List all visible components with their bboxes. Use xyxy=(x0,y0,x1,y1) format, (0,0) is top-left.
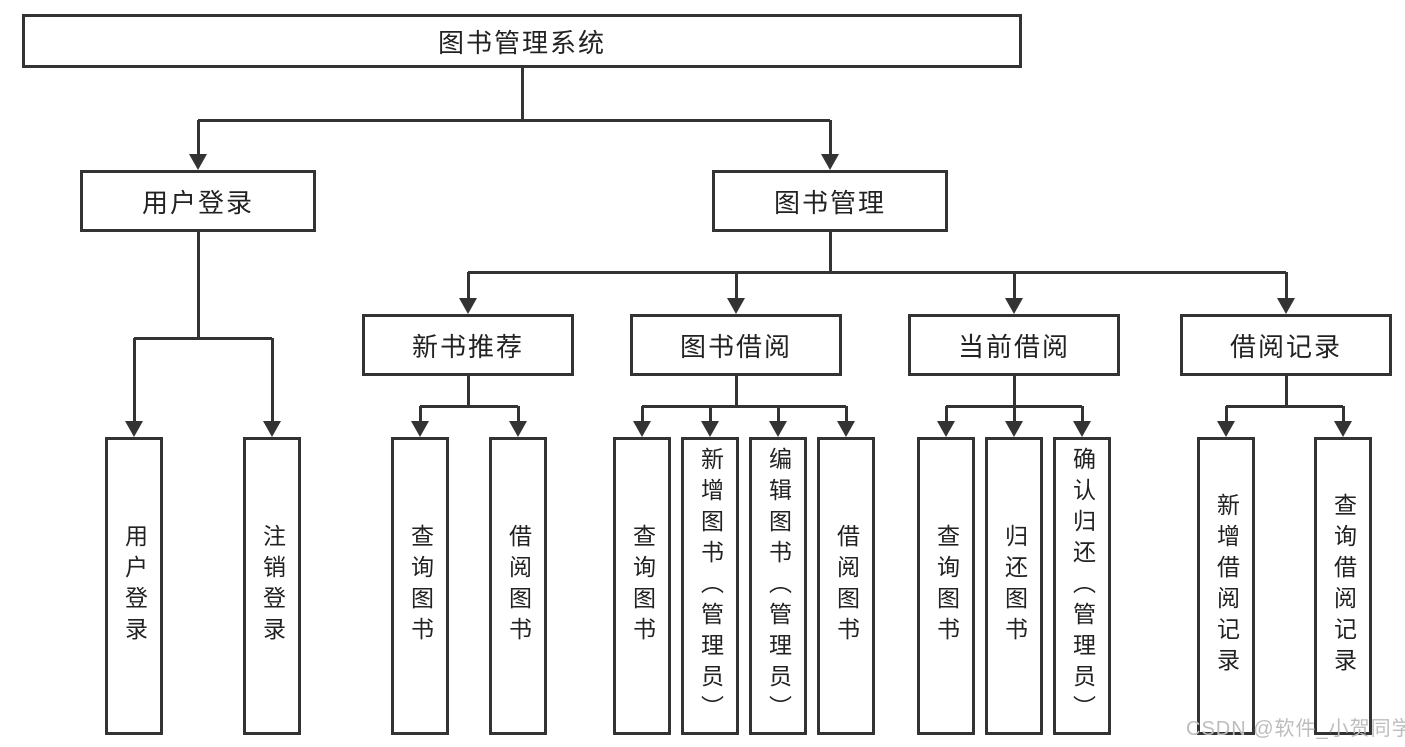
leaf-label: 新增借阅记录 xyxy=(1213,493,1240,679)
node-label: 图书管理系统 xyxy=(437,27,606,58)
node-root-system: 图书管理系统 xyxy=(22,14,1022,68)
arrow-down-icon xyxy=(509,421,527,437)
connector-line xyxy=(1284,376,1288,406)
connector-line xyxy=(844,406,848,425)
leaf-query-books-borrow: 查询图书 xyxy=(613,437,671,735)
leaf-label: 借阅图书 xyxy=(833,524,860,648)
connector-line xyxy=(1080,406,1084,425)
leaf-label: 查询图书 xyxy=(933,524,960,648)
connector-line xyxy=(516,406,520,425)
connector-line xyxy=(198,118,830,122)
arrow-down-icon xyxy=(701,421,719,437)
arrow-down-icon xyxy=(1277,298,1295,314)
connector-line xyxy=(708,406,712,425)
connector-line xyxy=(270,338,274,425)
csdn-watermark: CSDN @软件_小贺同学 xyxy=(1186,718,1405,740)
node-new-book-recommend: 新书推荐 xyxy=(362,314,574,376)
leaf-logout: 注销登录 xyxy=(243,437,301,735)
connector-line xyxy=(1012,272,1016,302)
connector-line xyxy=(1341,406,1345,425)
leaf-query-books-recommend: 查询图书 xyxy=(391,437,449,735)
connector-line xyxy=(1284,272,1288,302)
leaf-query-books-current: 查询图书 xyxy=(917,437,975,735)
node-user-login-branch: 用户登录 xyxy=(80,170,316,232)
arrow-down-icon xyxy=(727,298,745,314)
leaf-query-borrow-record: 查询借阅记录 xyxy=(1314,437,1372,735)
node-current-borrow: 当前借阅 xyxy=(908,314,1120,376)
leaf-label: 确认归还（管理员） xyxy=(1069,446,1096,726)
connector-line xyxy=(734,272,738,302)
connector-line xyxy=(640,406,644,425)
connector-line xyxy=(642,404,846,408)
connector-line xyxy=(1226,404,1343,408)
node-label: 图书借阅 xyxy=(679,331,792,362)
leaf-label: 归还图书 xyxy=(1001,524,1028,648)
arrow-down-icon xyxy=(1217,421,1235,437)
arrow-down-icon xyxy=(189,154,207,170)
connector-line xyxy=(1012,406,1016,425)
arrow-down-icon xyxy=(937,421,955,437)
leaf-confirm-return-admin: 确认归还（管理员） xyxy=(1053,437,1111,735)
arrow-down-icon xyxy=(1334,421,1352,437)
connector-line xyxy=(1224,406,1228,425)
node-label: 图书管理 xyxy=(773,187,886,218)
leaf-label: 查询借阅记录 xyxy=(1330,493,1357,679)
leaf-edit-books-admin: 编辑图书（管理员） xyxy=(749,437,807,735)
node-borrow-record: 借阅记录 xyxy=(1180,314,1392,376)
connector-line xyxy=(420,404,518,408)
connector-line xyxy=(734,376,738,406)
connector-line xyxy=(466,272,470,302)
connector-line xyxy=(828,120,832,158)
leaf-user-login: 用户登录 xyxy=(105,437,163,735)
connector-line xyxy=(196,120,200,158)
connector-line xyxy=(520,68,524,120)
leaf-add-books-admin: 新增图书（管理员） xyxy=(681,437,739,735)
leaf-label: 用户登录 xyxy=(121,524,148,648)
arrow-down-icon xyxy=(411,421,429,437)
connector-line xyxy=(946,404,1082,408)
node-label: 当前借阅 xyxy=(957,331,1070,362)
arrow-down-icon xyxy=(1005,298,1023,314)
leaf-add-borrow-record: 新增借阅记录 xyxy=(1197,437,1255,735)
connector-line xyxy=(468,270,1286,274)
connector-line xyxy=(196,232,200,338)
arrow-down-icon xyxy=(837,421,855,437)
leaf-label: 编辑图书（管理员） xyxy=(765,446,792,726)
arrow-down-icon xyxy=(1005,421,1023,437)
connector-line xyxy=(418,406,422,425)
connector-line xyxy=(132,338,136,425)
arrow-down-icon xyxy=(125,421,143,437)
arrow-down-icon xyxy=(263,421,281,437)
node-book-borrow: 图书借阅 xyxy=(630,314,842,376)
leaf-label: 新增图书（管理员） xyxy=(697,446,724,726)
leaf-label: 查询图书 xyxy=(629,524,656,648)
leaf-borrow-books: 借阅图书 xyxy=(817,437,875,735)
connector-line xyxy=(944,406,948,425)
leaf-label: 查询图书 xyxy=(407,524,434,648)
connector-line xyxy=(134,336,272,340)
connector-line xyxy=(1012,376,1016,406)
leaf-label: 注销登录 xyxy=(259,524,286,648)
node-label: 借阅记录 xyxy=(1229,331,1342,362)
leaf-label: 借阅图书 xyxy=(505,524,532,648)
connector-line xyxy=(828,232,832,272)
leaf-return-books: 归还图书 xyxy=(985,437,1043,735)
arrow-down-icon xyxy=(633,421,651,437)
connector-line xyxy=(466,376,470,406)
node-label: 新书推荐 xyxy=(411,331,524,362)
node-book-management-branch: 图书管理 xyxy=(712,170,948,232)
arrow-down-icon xyxy=(821,154,839,170)
arrow-down-icon xyxy=(769,421,787,437)
connector-line xyxy=(776,406,780,425)
arrow-down-icon xyxy=(1073,421,1091,437)
leaf-borrow-books-recommend: 借阅图书 xyxy=(489,437,547,735)
arrow-down-icon xyxy=(459,298,477,314)
node-label: 用户登录 xyxy=(141,187,254,218)
